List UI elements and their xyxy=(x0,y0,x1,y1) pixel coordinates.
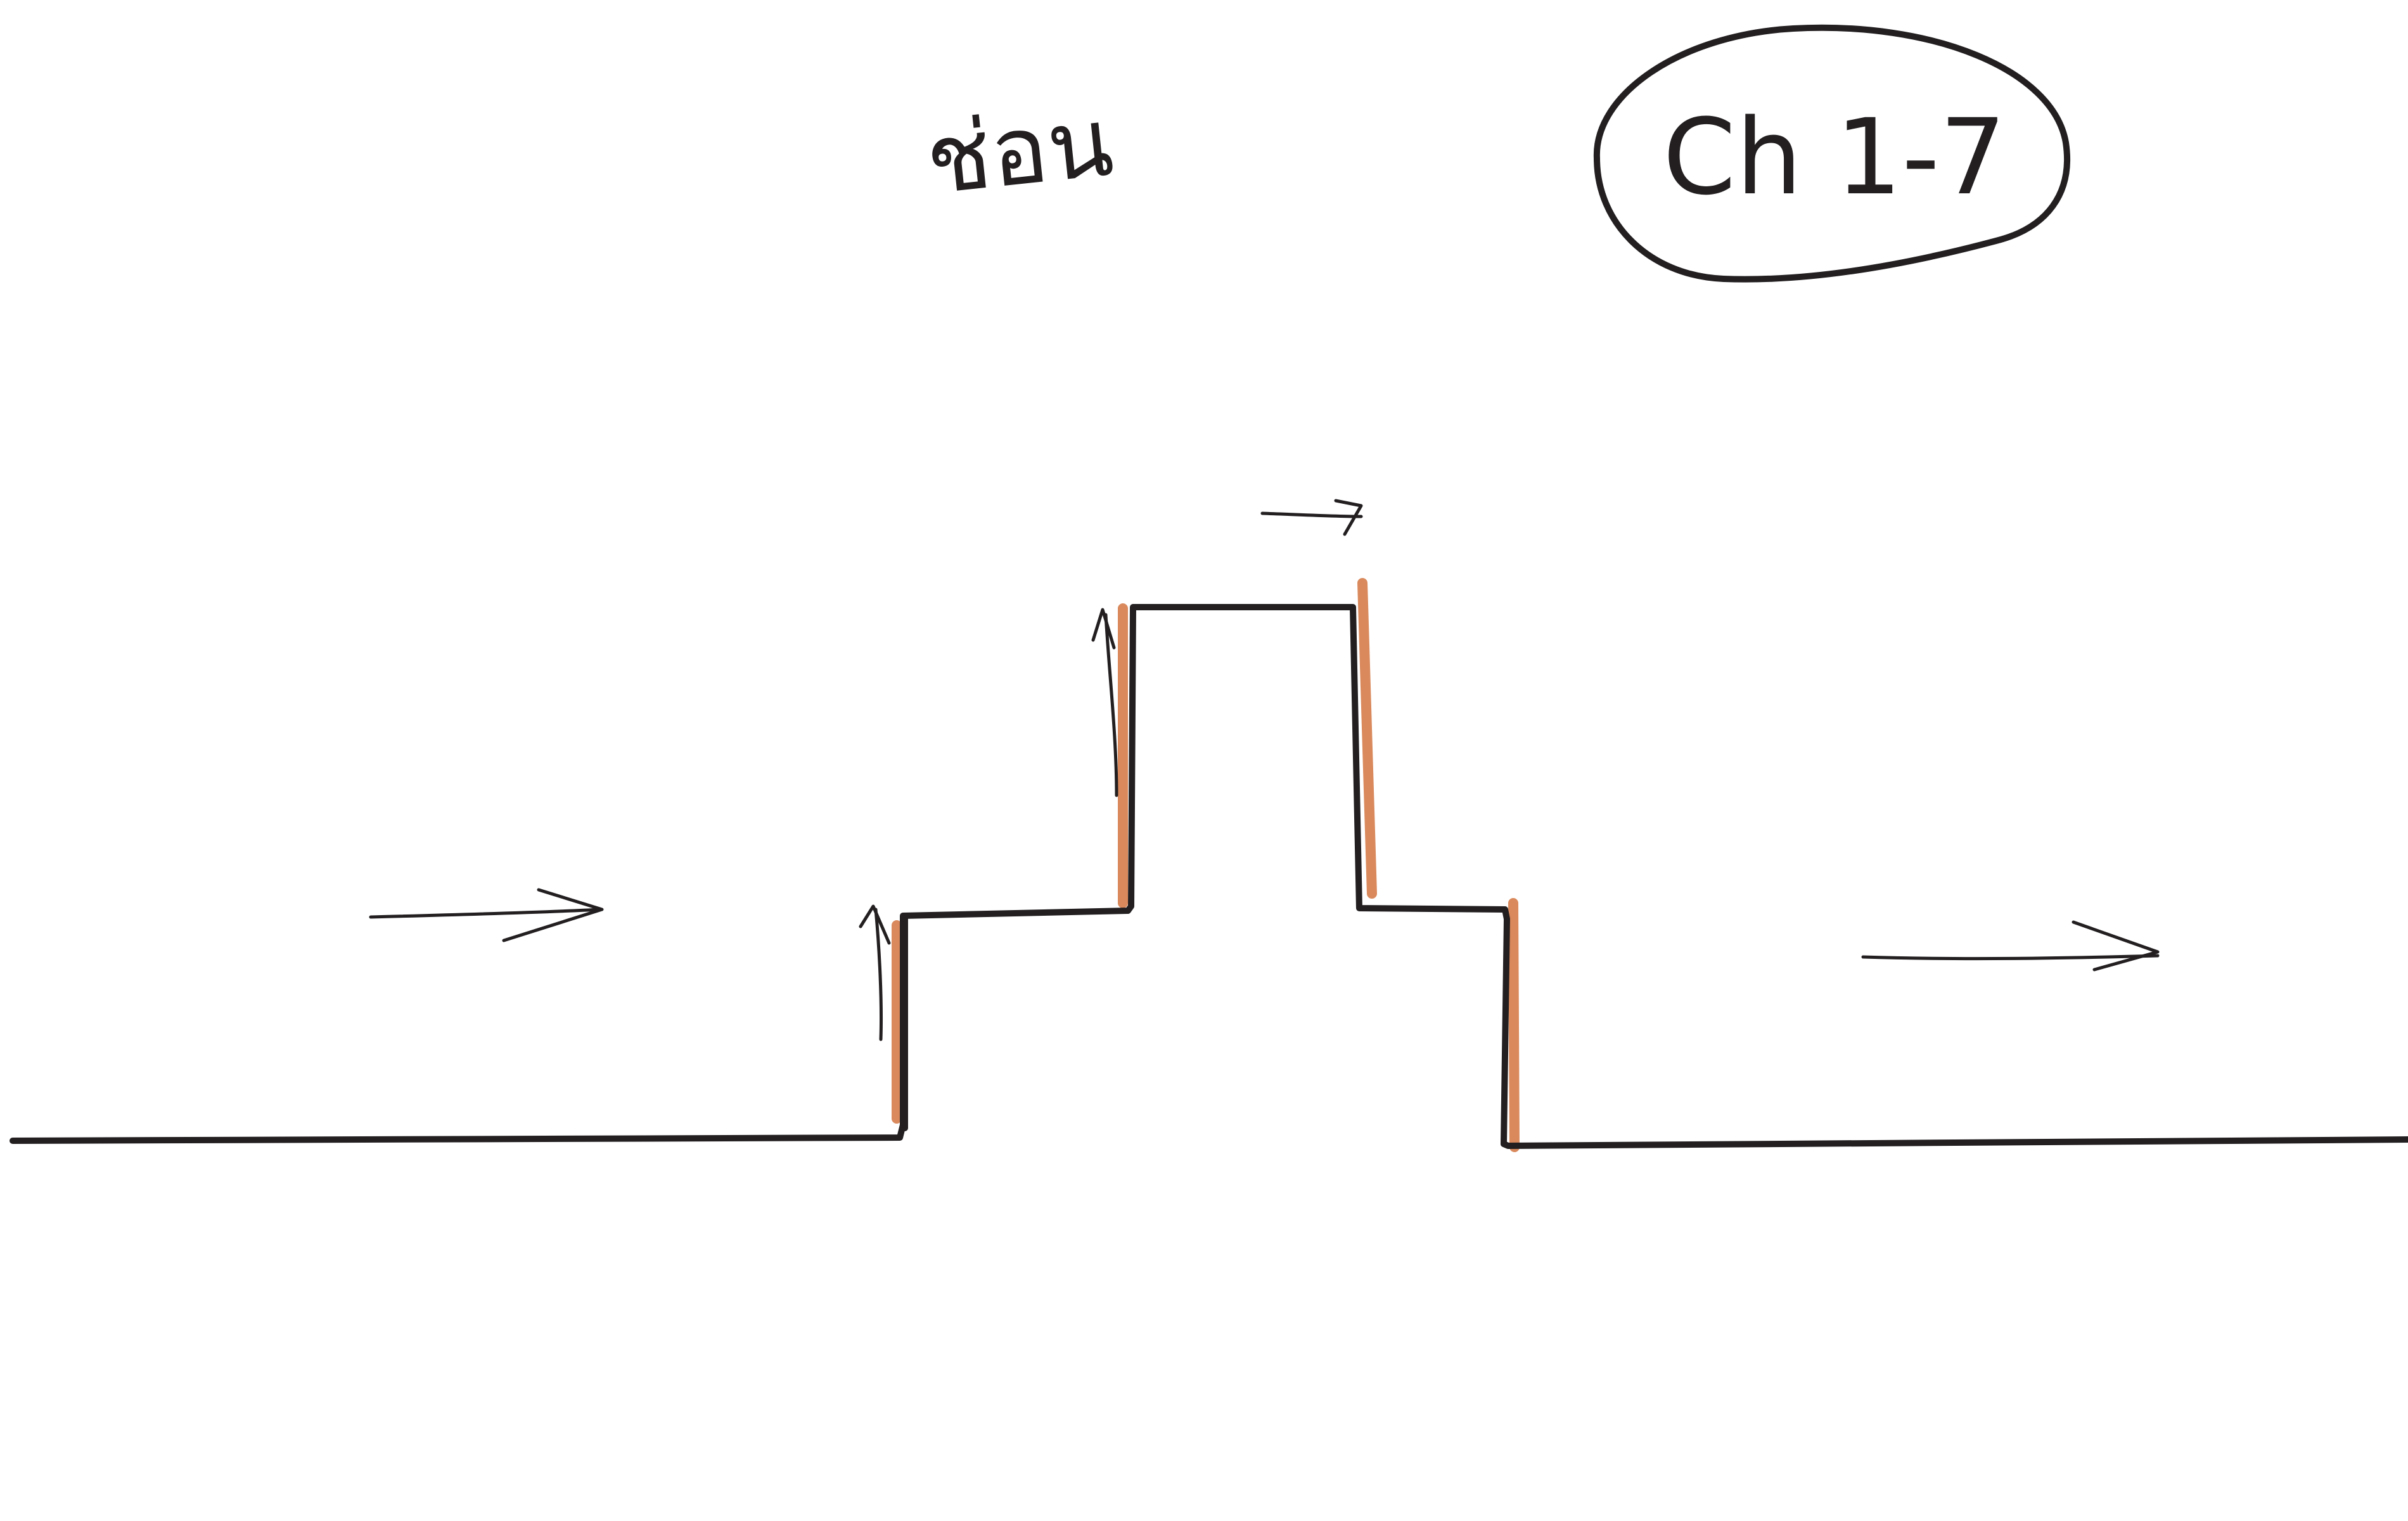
label-ellipse xyxy=(1593,24,2070,283)
up-arrow-icon xyxy=(859,904,891,1041)
chapter-label-text: Ch 1-7 xyxy=(1663,96,2006,218)
highlight-riser-4 xyxy=(1508,898,1520,1152)
chapter-label-group: Ch 1-7 xyxy=(1593,24,2070,283)
heading-handwriting: ช่อน xyxy=(921,87,1118,216)
highlight-riser-3 xyxy=(1357,578,1377,899)
highlight-strokes xyxy=(892,578,1520,1152)
right-arrow-icon xyxy=(1260,499,1363,536)
up-arrow-icon xyxy=(1091,608,1118,797)
right-arrow-icon xyxy=(369,888,604,942)
right-arrow-icon xyxy=(1861,920,2160,972)
